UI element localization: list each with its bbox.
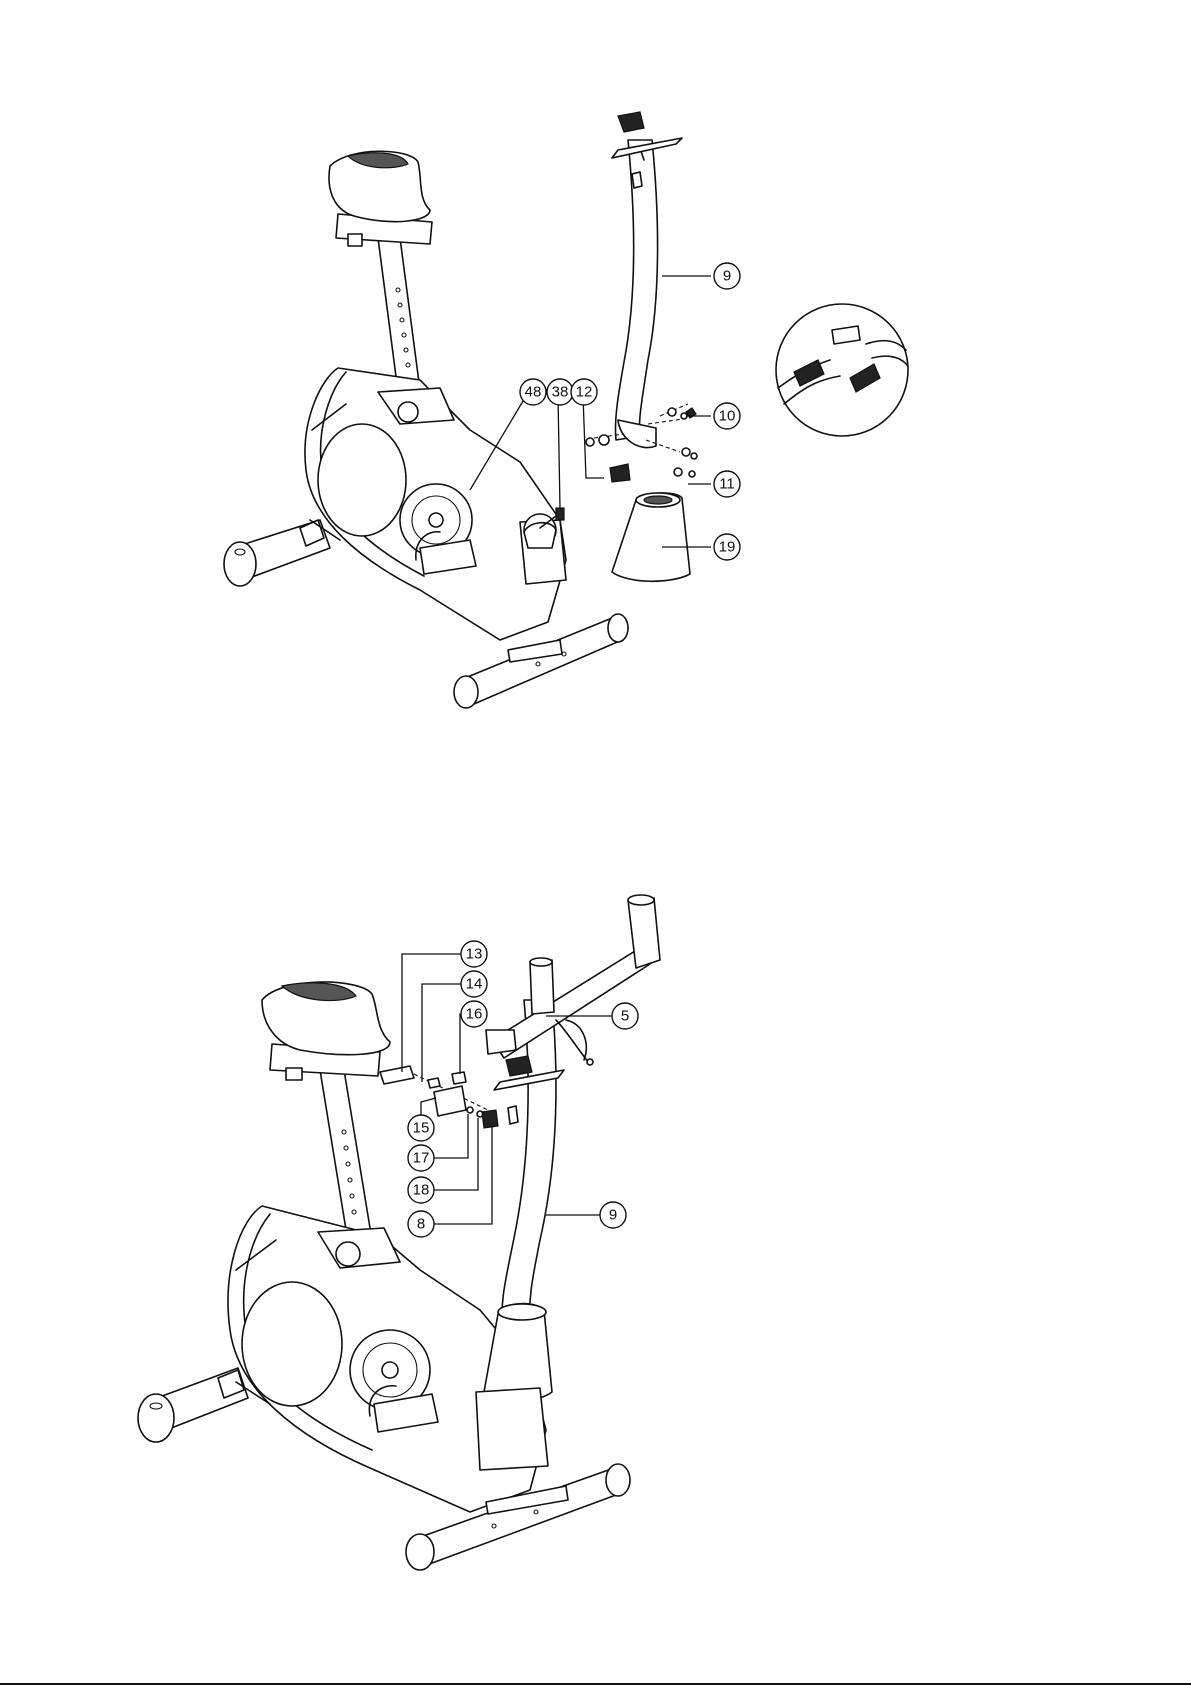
seat-assembly [329,151,432,392]
callout-13: 13 [461,941,487,967]
main-frame [305,368,566,640]
callout-14: 14 [461,971,487,997]
svg-text:48: 48 [525,384,542,401]
callout-11: 11 [714,471,740,497]
svg-text:8: 8 [417,1216,425,1233]
figure-2-exercise-bike-with-handlebar [138,895,660,1570]
callout-12: 12 [571,379,597,405]
callout-5: 5 [612,1003,638,1029]
callout-48: 48 [520,379,546,405]
callout-16: 16 [461,1001,487,1027]
svg-text:19: 19 [719,539,736,556]
svg-text:14: 14 [466,976,483,993]
callout-9-lower: 9 [600,1202,626,1228]
svg-text:17: 17 [413,1150,430,1167]
callout-10: 10 [714,403,740,429]
callout-38: 38 [547,379,573,405]
post-cover [612,493,690,581]
figure-1-exercise-bike-body [224,112,908,708]
seat-assembly-2 [262,982,390,1242]
callout-9: 9 [714,263,740,289]
svg-text:10: 10 [719,408,736,425]
handlebar [486,895,660,1065]
svg-text:13: 13 [466,946,483,963]
svg-text:9: 9 [723,268,731,285]
exploded-clamp-parts [380,1066,498,1128]
svg-text:9: 9 [609,1207,617,1224]
callout-19: 19 [714,534,740,560]
svg-text:12: 12 [576,384,593,401]
cable-connector-detail-inset [776,304,908,436]
handlebar-post [612,112,682,448]
svg-text:15: 15 [413,1120,430,1137]
callout-18: 18 [408,1177,434,1203]
callout-8: 8 [408,1211,434,1237]
svg-text:16: 16 [466,1006,483,1023]
svg-text:38: 38 [552,384,569,401]
callout-17: 17 [408,1145,434,1171]
callout-15: 15 [408,1115,434,1141]
svg-text:11: 11 [719,476,735,493]
svg-text:5: 5 [621,1008,629,1025]
svg-text:18: 18 [413,1182,430,1199]
rear-stabilizer-2 [138,1368,248,1442]
rear-stabilizer [224,520,330,586]
